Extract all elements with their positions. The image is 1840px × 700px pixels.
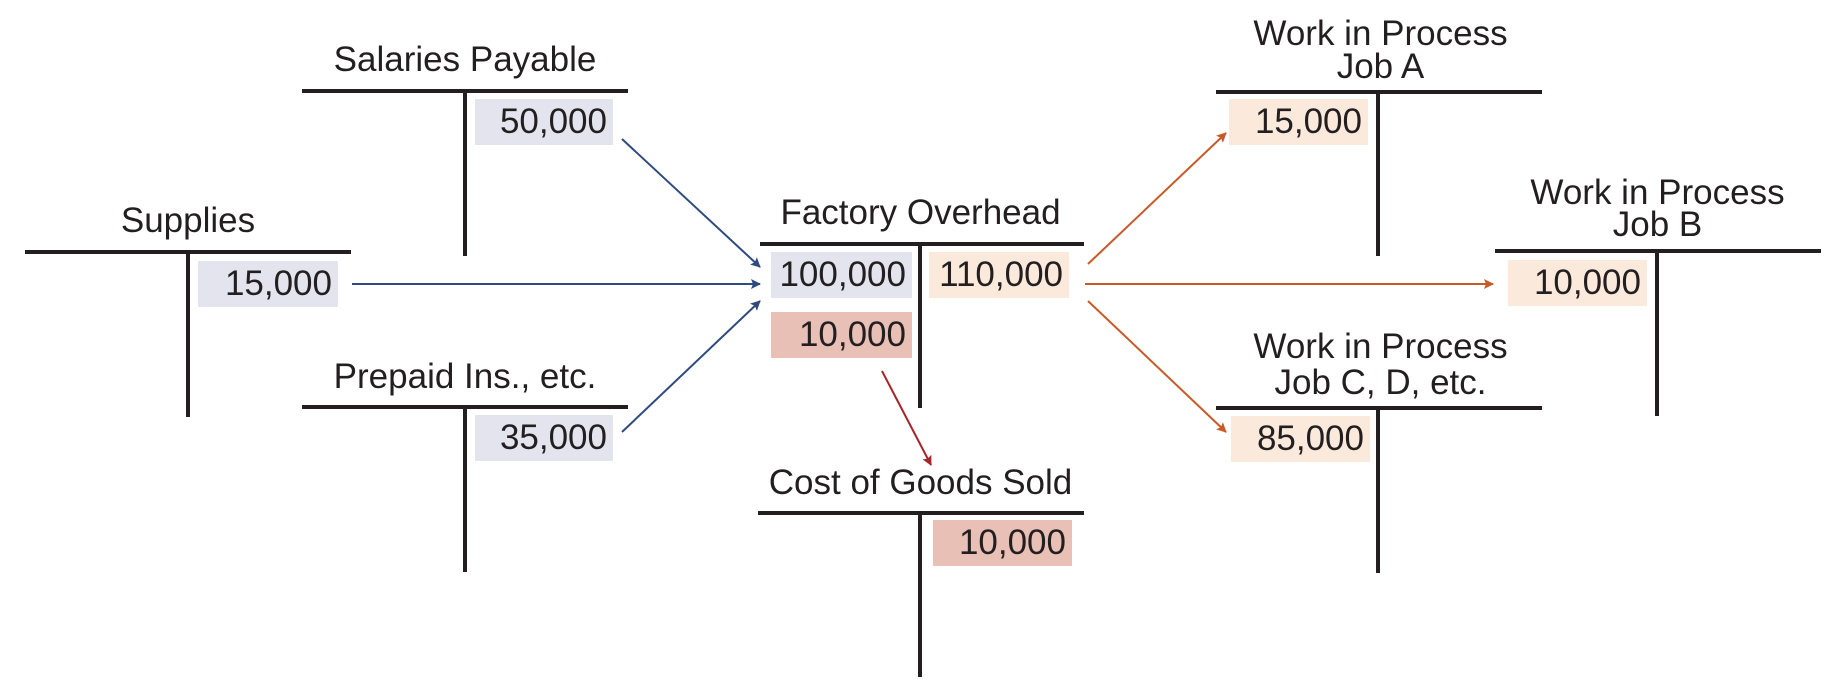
arrow-salaries-to-overhead xyxy=(621,138,761,268)
arrow-overhead-to-job-c xyxy=(1087,300,1227,433)
t-account-divider xyxy=(918,242,922,408)
account-title: Salaries Payable xyxy=(333,40,597,79)
account-title-line-1: Work in Process xyxy=(1253,14,1508,53)
debit-amount: 100,000 xyxy=(771,252,912,298)
arrow-prepaid-to-overhead xyxy=(621,300,761,433)
t-account-divider xyxy=(1655,249,1659,416)
t-account-divider xyxy=(463,89,467,256)
arrow-overhead-to-cogs xyxy=(881,370,932,466)
t-account-divider xyxy=(1376,406,1380,573)
debit-amount: 10,000 xyxy=(1508,260,1647,306)
credit-amount: 15,000 xyxy=(198,261,338,307)
t-account-divider xyxy=(463,405,467,572)
debit-amount: 85,000 xyxy=(1231,416,1370,462)
account-title: Prepaid Ins., etc. xyxy=(333,357,597,396)
account-title: Factory Overhead xyxy=(780,193,1061,232)
credit-amount: 35,000 xyxy=(475,415,613,461)
debit-amount: 10,000 xyxy=(771,312,912,358)
credit-amount: 10,000 xyxy=(933,520,1072,566)
t-account-divider xyxy=(1376,90,1380,256)
account-title: Cost of Goods Sold xyxy=(768,463,1073,502)
debit-amount: 15,000 xyxy=(1229,99,1368,145)
t-account-divider xyxy=(918,511,922,677)
account-title-line-1: Work in Process xyxy=(1530,173,1785,212)
credit-amount: 50,000 xyxy=(475,99,613,145)
account-title-line-2: Job C, D, etc. xyxy=(1274,363,1487,402)
arrow-overhead-to-job-a xyxy=(1087,132,1227,265)
credit-amount: 110,000 xyxy=(929,252,1069,298)
account-title-line-1: Work in Process xyxy=(1253,327,1508,366)
t-account-top-line xyxy=(760,242,1084,246)
t-account-divider xyxy=(186,250,190,417)
account-title-line-2: Job B xyxy=(1612,205,1703,244)
account-title-line-2: Job A xyxy=(1336,47,1425,86)
account-title: Supplies xyxy=(120,201,256,240)
